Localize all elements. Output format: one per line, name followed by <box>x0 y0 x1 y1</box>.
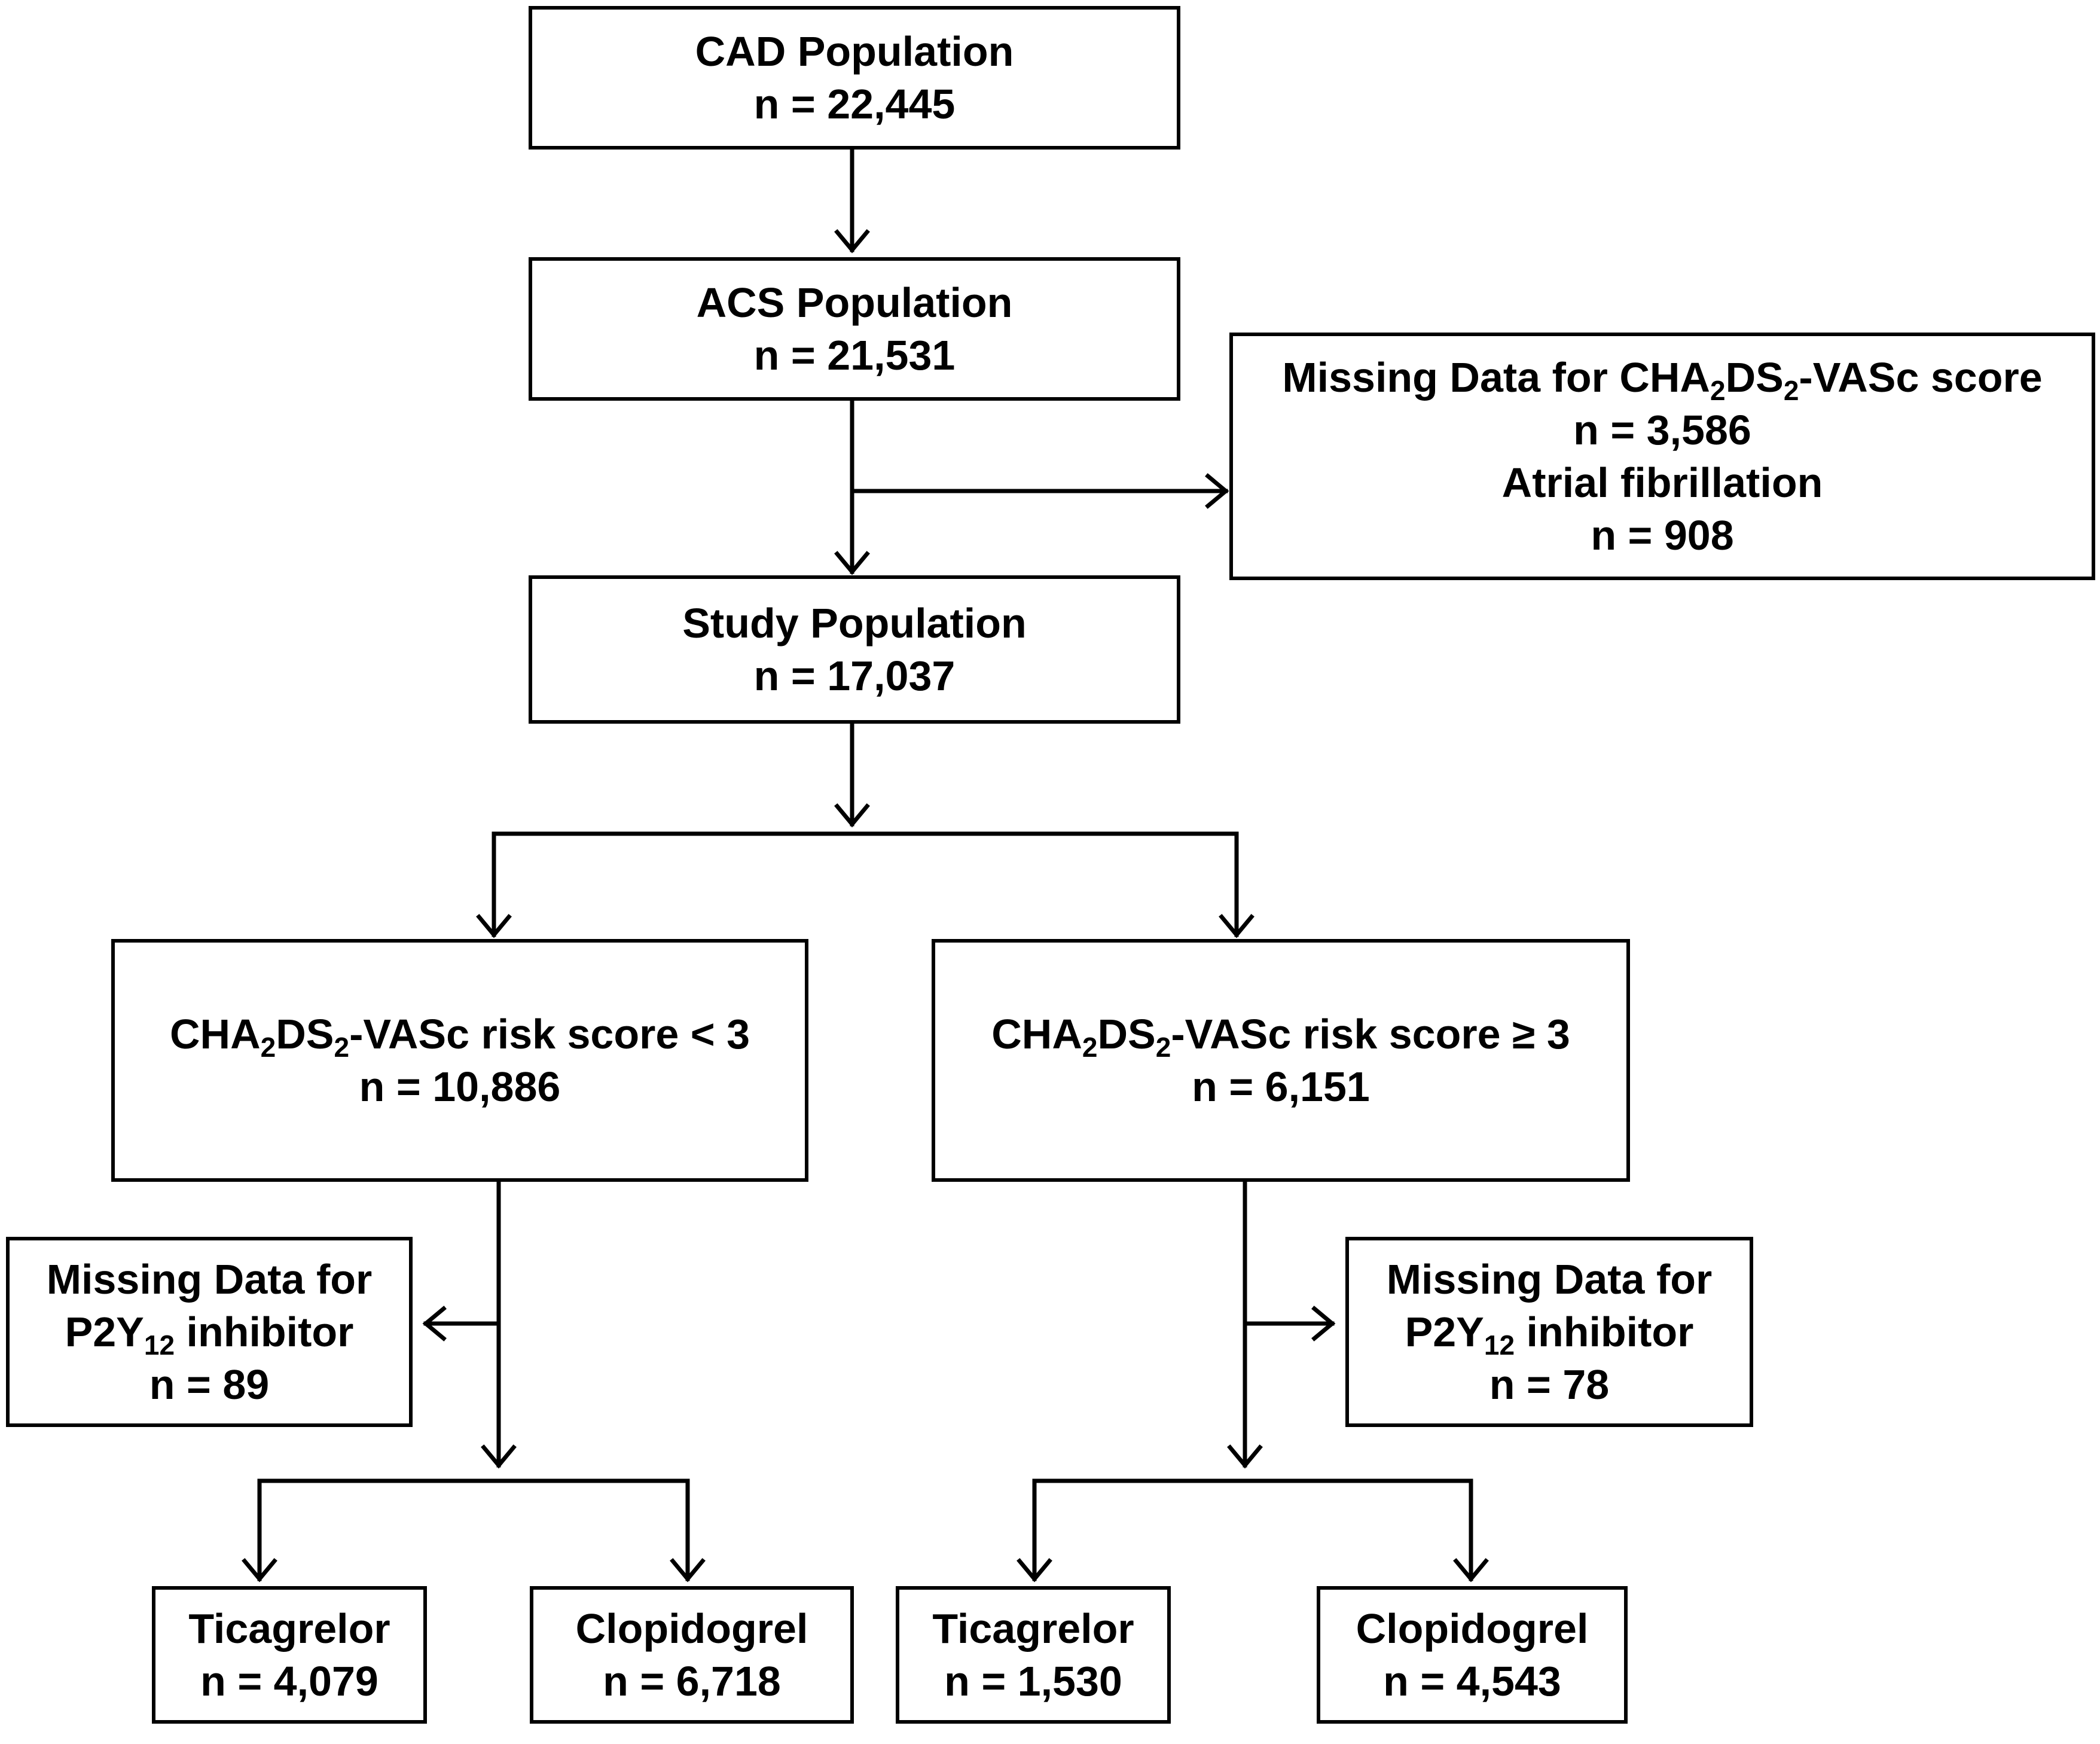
arrowhead-cad-acs <box>834 229 870 254</box>
arrowhead-high-down <box>1227 1444 1263 1469</box>
node-title: Ticagrelor <box>932 1605 1134 1652</box>
node-title: CHA2DS2-VASc risk score ≥ 3 <box>991 1011 1570 1063</box>
node-subtitle: P2Y12 inhibitor <box>1405 1309 1694 1361</box>
node-title: Clopidogrel <box>575 1605 808 1652</box>
node-count: n = 21,531 <box>753 332 956 379</box>
node-study-population: Study Population n = 17,037 <box>529 575 1180 724</box>
arrowhead-acs-study <box>834 551 870 575</box>
node-count: n = 1,530 <box>944 1658 1122 1705</box>
arrowhead-high-clopidogrel <box>1453 1558 1489 1583</box>
excluded-count-af: n = 908 <box>1591 512 1734 559</box>
node-title: Missing Data for <box>1386 1256 1713 1303</box>
node-high-ticagrelor: Ticagrelor n = 1,530 <box>896 1586 1171 1724</box>
node-title: CHA2DS2-VASc risk score < 3 <box>169 1011 750 1063</box>
node-high-risk: CHA2DS2-VASc risk score ≥ 3 n = 6,151 <box>932 939 1630 1182</box>
excluded-reason-missing-score: Missing Data for CHA2DS2-VASc score <box>1282 354 2043 406</box>
node-count: n = 78 <box>1489 1361 1610 1408</box>
node-count: n = 10,886 <box>359 1063 561 1110</box>
node-title: Study Population <box>682 600 1027 647</box>
node-title: ACS Population <box>696 279 1013 326</box>
node-low-ticagrelor: Ticagrelor n = 4,079 <box>152 1586 427 1724</box>
excluded-count-missing-score: n = 3,586 <box>1573 407 1751 453</box>
node-title: CAD Population <box>695 28 1014 75</box>
node-count: n = 6,718 <box>603 1658 781 1705</box>
excluded-reason-af: Atrial fibrillation <box>1501 459 1823 506</box>
node-cad-population: CAD Population n = 22,445 <box>529 6 1180 150</box>
node-acs-population: ACS Population n = 21,531 <box>529 257 1180 401</box>
node-missing-p2y12-low: Missing Data for P2Y12 inhibitor n = 89 <box>6 1237 413 1427</box>
arrowhead-exclusion <box>1205 473 1229 509</box>
arrowhead-high-missing <box>1311 1306 1336 1341</box>
node-title: Ticagrelor <box>188 1605 390 1652</box>
node-count: n = 22,445 <box>753 81 956 127</box>
arrowhead-high-ticagrelor <box>1017 1558 1052 1583</box>
arrowhead-low-clopidogrel <box>670 1558 706 1583</box>
node-subtitle: P2Y12 inhibitor <box>65 1309 354 1361</box>
arrowhead-split-low <box>476 914 512 938</box>
node-high-clopidogrel: Clopidogrel n = 4,543 <box>1317 1586 1628 1724</box>
node-title: Missing Data for <box>46 1256 373 1303</box>
node-low-risk: CHA2DS2-VASc risk score < 3 n = 10,886 <box>111 939 808 1182</box>
arrowhead-split-high <box>1219 914 1254 938</box>
node-count: n = 4,543 <box>1383 1658 1561 1705</box>
arrowhead-low-down <box>481 1444 517 1469</box>
node-count: n = 4,079 <box>200 1658 379 1705</box>
node-low-clopidogrel: Clopidogrel n = 6,718 <box>530 1586 854 1724</box>
node-missing-p2y12-high: Missing Data for P2Y12 inhibitor n = 78 <box>1345 1237 1753 1427</box>
arrowhead-low-missing <box>422 1306 447 1341</box>
node-count: n = 17,037 <box>753 653 956 699</box>
arrowhead-study-split <box>834 803 870 828</box>
node-count: n = 6,151 <box>1192 1063 1370 1110</box>
node-title: Clopidogrel <box>1356 1605 1589 1652</box>
arrowhead-low-ticagrelor <box>242 1558 277 1583</box>
node-excluded: Missing Data for CHA2DS2-VASc score n = … <box>1229 333 2095 580</box>
node-count: n = 89 <box>149 1361 270 1408</box>
